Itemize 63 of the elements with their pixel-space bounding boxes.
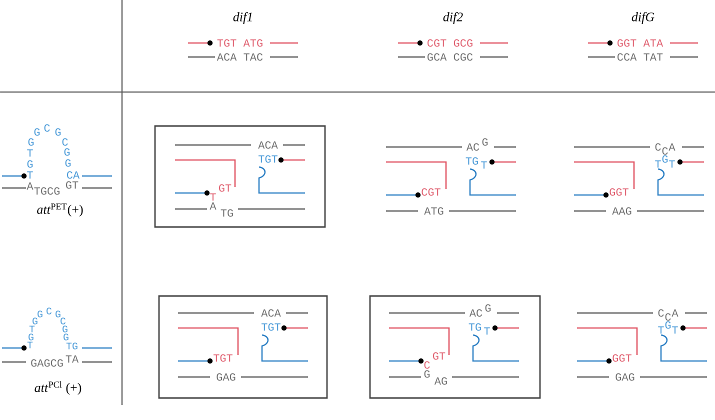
base-letter: T bbox=[27, 342, 33, 348]
sequence-text: CGT GCG bbox=[428, 39, 472, 47]
base-letter: G bbox=[32, 318, 38, 324]
sequence-text: CGT bbox=[422, 188, 440, 196]
highlight-box: ACA TGT T GT A TG bbox=[154, 125, 326, 228]
sequence-text: AC bbox=[466, 143, 480, 151]
highlight-box: ACA TGT TGT GAG bbox=[158, 295, 328, 399]
sequence-text: TA bbox=[66, 355, 79, 363]
base-letter: T bbox=[29, 326, 35, 332]
sequence-text: T bbox=[669, 160, 675, 168]
sequence-text: C bbox=[658, 309, 664, 317]
sequence-text: T bbox=[658, 326, 664, 334]
site-label: att$^{PET}$(+) bbox=[37, 203, 83, 217]
sequence-text: A bbox=[672, 309, 678, 317]
sequence-text: A bbox=[26, 182, 34, 190]
sequence-text: GAGCG bbox=[31, 359, 63, 367]
base-letter: T bbox=[27, 171, 33, 179]
sequence-text: TGT ATG bbox=[217, 39, 262, 47]
sequence-text: G bbox=[665, 321, 671, 329]
sequence-text: ACA TAC bbox=[216, 53, 263, 61]
sequence-text: C bbox=[665, 313, 671, 321]
base-letter: C bbox=[44, 124, 50, 132]
sequence-text: TGCG bbox=[34, 187, 60, 195]
column-heading: dif1 bbox=[233, 12, 252, 24]
base-letter: C bbox=[60, 318, 66, 324]
base-letter: G bbox=[28, 334, 34, 340]
base-letter: G bbox=[65, 159, 71, 167]
base-letter: C bbox=[46, 308, 52, 314]
column-heading: difG bbox=[632, 12, 654, 24]
base-letter: CA bbox=[67, 171, 80, 179]
sequence-text: C bbox=[655, 143, 661, 151]
base-letter: G bbox=[34, 128, 40, 136]
base-letter: G bbox=[62, 326, 68, 332]
base-letter: G bbox=[28, 138, 34, 146]
base-letter: G bbox=[64, 334, 68, 340]
highlight-box: AC G TG T C GT G AG bbox=[369, 295, 541, 399]
sequence-text: G bbox=[662, 155, 668, 163]
base-letter: TG bbox=[66, 342, 78, 350]
column-heading: dif2 bbox=[443, 12, 463, 24]
site-label: att$^{PCl}$ (+) bbox=[34, 381, 82, 395]
sequence-text: GT bbox=[66, 181, 78, 189]
sequence-text: GGT bbox=[612, 354, 632, 362]
base-letter: G bbox=[55, 128, 61, 136]
base-letter: G bbox=[27, 160, 33, 168]
base-letter: G bbox=[64, 148, 70, 156]
base-letter: C bbox=[62, 138, 68, 146]
sequence-text: GAG bbox=[616, 373, 634, 381]
sequence-text: A bbox=[668, 143, 676, 151]
sequence-text: G bbox=[482, 138, 488, 146]
sequence-text: ATG bbox=[424, 207, 444, 215]
sequence-text: T bbox=[672, 326, 678, 334]
sequence-text: T bbox=[655, 160, 661, 168]
base-letter: G bbox=[38, 310, 42, 318]
base-letter: G bbox=[56, 310, 60, 318]
sequence-text: T bbox=[481, 161, 487, 169]
sequence-text: CCA TAT bbox=[618, 53, 663, 61]
sequence-text: GGT ATA bbox=[618, 39, 664, 47]
sequence-text: AAG bbox=[612, 207, 632, 215]
sequence-text: GCA CGC bbox=[428, 53, 473, 61]
sequence-text: TG bbox=[466, 157, 478, 165]
sequence-text: GGT bbox=[610, 188, 628, 196]
sequence-text: C bbox=[662, 147, 668, 155]
base-letter: T bbox=[27, 149, 33, 157]
